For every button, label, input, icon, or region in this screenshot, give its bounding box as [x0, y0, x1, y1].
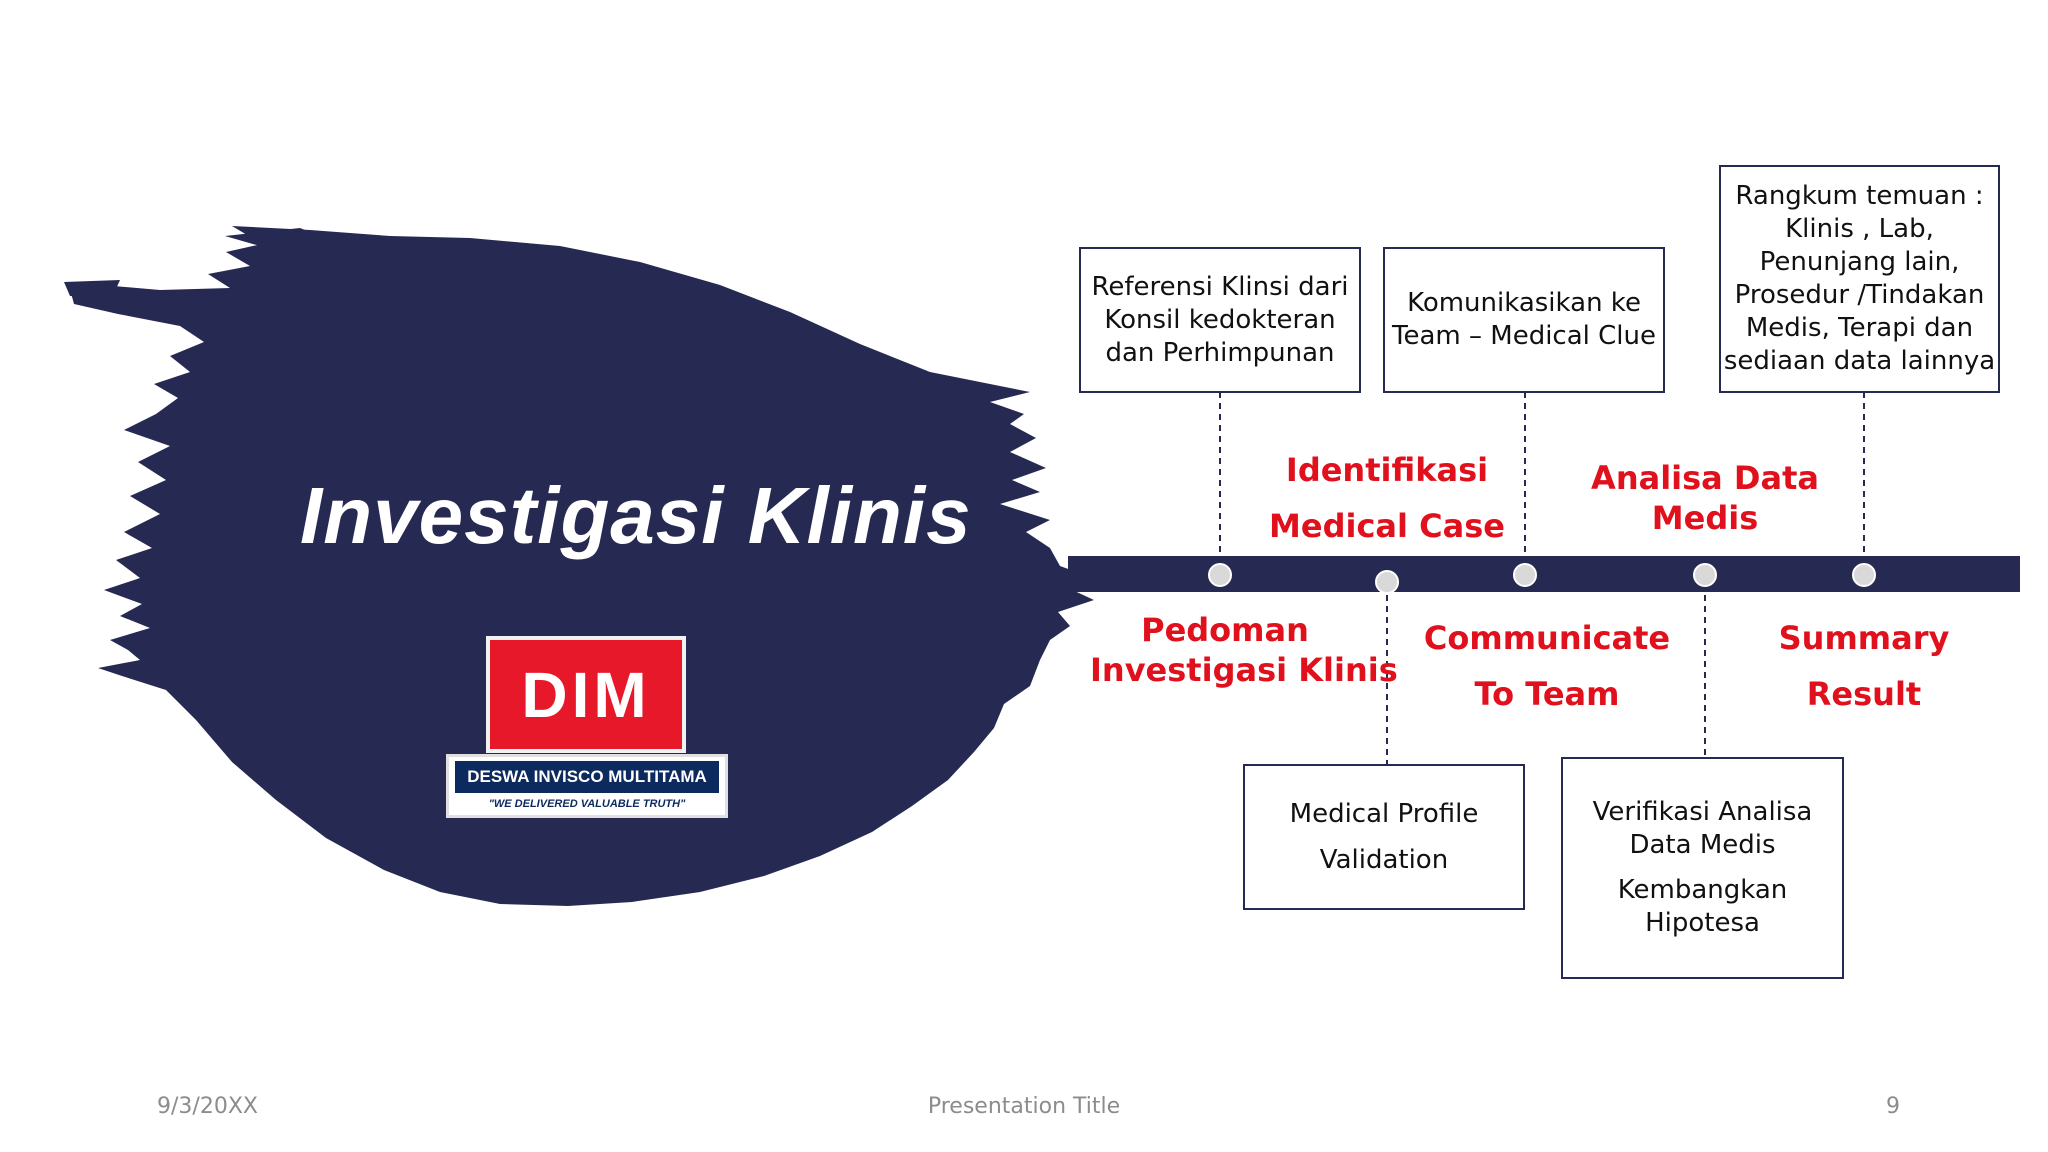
step-label-line: To Team	[1474, 675, 1620, 713]
logo-tagline: "WE DELIVERED VALUABLE TRUTH"	[488, 798, 686, 810]
milestone-dot	[1375, 570, 1399, 594]
slide-title: Investigasi Klinis	[300, 471, 972, 560]
note-line: Klinis , Lab,	[1785, 214, 1934, 244]
note-box-step-4: Verifikasi Analisa Data Medis Kembangkan…	[1561, 757, 1844, 979]
note-line: Prosedur /Tindakan	[1734, 280, 1985, 310]
step-label-pedoman: Pedoman Investigasi Klinis	[1090, 610, 1398, 690]
note-line: Konsil kedokteran	[1104, 304, 1336, 335]
milestone-dot	[1852, 563, 1876, 587]
step-label-line: Medical Case	[1269, 507, 1505, 545]
note-line: dan Perhimpunan	[1105, 337, 1335, 368]
footer-presentation-title: Presentation Title	[927, 1094, 1121, 1119]
note-line: Team – Medical Clue	[1392, 321, 1656, 351]
note-line: Penunjang lain,	[1759, 247, 1960, 277]
step-label-line: Analisa Data	[1591, 459, 1819, 497]
footer-date: 9/3/20XX	[157, 1094, 258, 1119]
note-line: Referensi Klinsi dari	[1091, 271, 1349, 302]
milestone-dot	[1208, 563, 1232, 587]
step-label-line: Summary	[1778, 619, 1950, 657]
note-box-step-2: Medical Profile Validation	[1243, 764, 1525, 910]
logo-mark: DIM	[486, 636, 686, 753]
step-label-line: Pedoman	[1141, 611, 1309, 649]
note-line: Kembangkan	[1617, 875, 1788, 905]
step-label-communicate: Communicate To Team	[1412, 610, 1682, 722]
note-box-step-1: Referensi Klinsi dari Konsil kedokteran …	[1079, 247, 1361, 393]
milestone-dot	[1513, 563, 1537, 587]
note-line: sediaan data lainnya	[1723, 346, 1996, 376]
note-box-step-3: Komunikasikan ke Team – Medical Clue	[1383, 247, 1665, 393]
note-line: Komunikasikan ke	[1407, 288, 1641, 318]
note-line: Rangkum temuan :	[1735, 181, 1984, 211]
note-line: Validation	[1319, 845, 1449, 875]
logo-company-name: DESWA INVISCO MULTITAMA	[455, 761, 719, 793]
step-label-line: Investigasi Klinis	[1090, 651, 1398, 689]
brush-streak-top	[225, 228, 330, 246]
step-label-line: Medis	[1651, 499, 1759, 537]
footer-page-number: 9	[1886, 1094, 1900, 1119]
step-label-summary: Summary Result	[1729, 610, 1999, 722]
milestone-dot	[1693, 563, 1717, 587]
logo-band: DESWA INVISCO MULTITAMA "WE DELIVERED VA…	[446, 754, 728, 818]
step-label-analisa: Analisa Data Medis	[1570, 458, 1840, 538]
note-line: Medis, Terapi dan	[1745, 313, 1974, 343]
note-line: Hipotesa	[1645, 908, 1760, 938]
brush-stroke-shape	[68, 226, 1094, 906]
step-label-identifikasi: Identifikasi Medical Case	[1252, 442, 1522, 554]
note-line: Verifikasi Analisa	[1592, 797, 1813, 827]
step-label-line: Communicate	[1423, 619, 1671, 657]
brush-streak-left	[64, 280, 120, 298]
note-box-step-5: Rangkum temuan : Klinis , Lab, Penunjang…	[1719, 165, 2000, 393]
step-label-line: Identifikasi	[1285, 451, 1489, 489]
step-label-line: Result	[1806, 675, 1922, 713]
note-line: Medical Profile	[1289, 799, 1479, 829]
company-logo: DIM DESWA INVISCO MULTITAMA "WE DELIVERE…	[446, 636, 728, 818]
note-line: Data Medis	[1629, 830, 1776, 860]
